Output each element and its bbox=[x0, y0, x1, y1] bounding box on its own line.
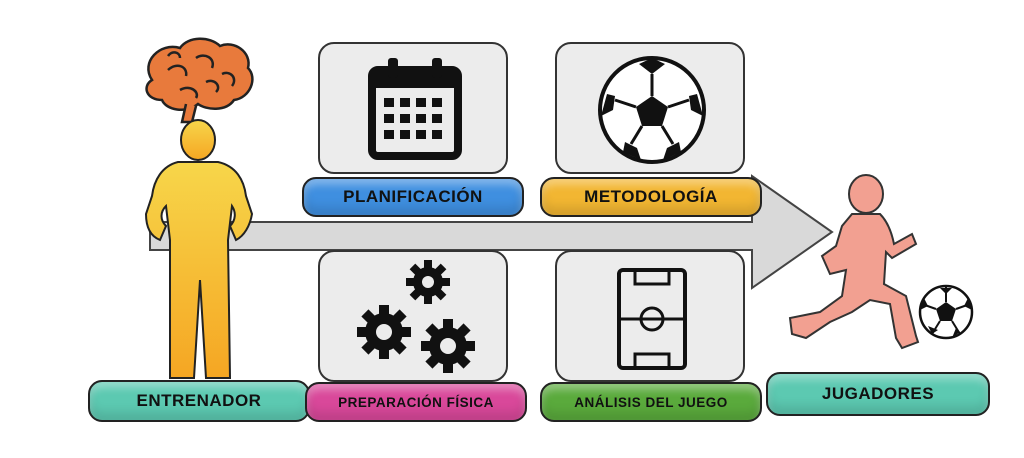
planning-card bbox=[318, 42, 508, 174]
coach-figure-icon bbox=[144, 119, 254, 379]
running-player-icon bbox=[788, 174, 920, 350]
soccer-ball-icon bbox=[598, 56, 706, 164]
physical-card bbox=[318, 250, 508, 382]
calendar-icon bbox=[368, 58, 462, 160]
analysis-label: ANÁLISIS DEL JUEGO bbox=[540, 382, 762, 422]
gears-icon bbox=[357, 260, 475, 373]
player-ball-icon bbox=[918, 284, 974, 340]
coach-label-text: ENTRENADOR bbox=[136, 391, 262, 410]
analysis-label-text: ANÁLISIS DEL JUEGO bbox=[574, 394, 728, 410]
planning-label-text: PLANIFICACIÓN bbox=[343, 187, 483, 206]
players-label: JUGADORES bbox=[766, 372, 990, 416]
methodology-card bbox=[555, 42, 745, 174]
methodology-label-text: METODOLOGÍA bbox=[584, 187, 718, 206]
planning-label: PLANIFICACIÓN bbox=[302, 177, 524, 217]
brain-icon bbox=[145, 37, 254, 124]
physical-label-text: PREPARACIÓN FÍSICA bbox=[338, 394, 494, 410]
soccer-field-icon bbox=[617, 268, 687, 370]
players-label-text: JUGADORES bbox=[821, 384, 935, 403]
physical-label: PREPARACIÓN FÍSICA bbox=[305, 382, 527, 422]
analysis-card bbox=[555, 250, 745, 382]
coach-label: ENTRENADOR bbox=[88, 380, 310, 422]
methodology-label: METODOLOGÍA bbox=[540, 177, 762, 217]
